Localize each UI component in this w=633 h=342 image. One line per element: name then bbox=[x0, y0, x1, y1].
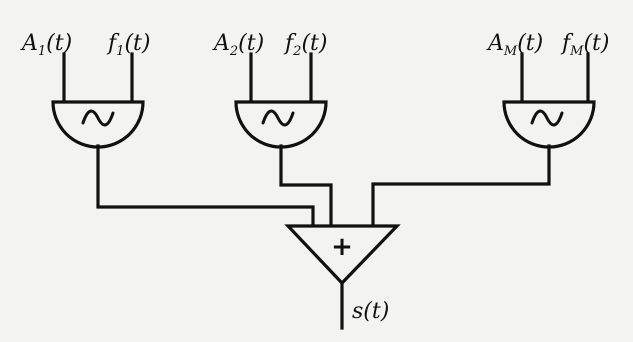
osc1-gate bbox=[51, 100, 145, 149]
oscillator-2: A2(t) f2(t) bbox=[212, 31, 328, 149]
osc1-amp-label: A1(t) bbox=[20, 31, 72, 59]
osc1-freq-label: f1(t) bbox=[106, 31, 150, 59]
osc2-sine-icon bbox=[261, 109, 295, 127]
oscm-amp-label: AM(t) bbox=[486, 31, 543, 59]
osc1-to-adder-wire bbox=[96, 144, 315, 228]
osc2-freq-label: f2(t) bbox=[283, 31, 327, 59]
oscm-to-adder-wire bbox=[371, 144, 551, 228]
oscm-sine-icon bbox=[530, 109, 564, 127]
osc1-sine-icon bbox=[81, 109, 115, 127]
adder-triangle bbox=[284, 224, 401, 286]
adder-plus-symbol: + bbox=[331, 232, 353, 262]
oscillator-1: A1(t) f1(t) bbox=[20, 31, 150, 149]
oscm-gate bbox=[502, 100, 596, 149]
oscillator-m: AM(t) fM(t) bbox=[486, 31, 609, 149]
osc2-to-adder-wire bbox=[279, 144, 333, 228]
oscm-freq-label: fM(t) bbox=[560, 31, 609, 59]
output-label: s(t) bbox=[352, 299, 389, 324]
adder: + bbox=[284, 224, 401, 286]
osc2-amp-label: A2(t) bbox=[212, 31, 264, 59]
